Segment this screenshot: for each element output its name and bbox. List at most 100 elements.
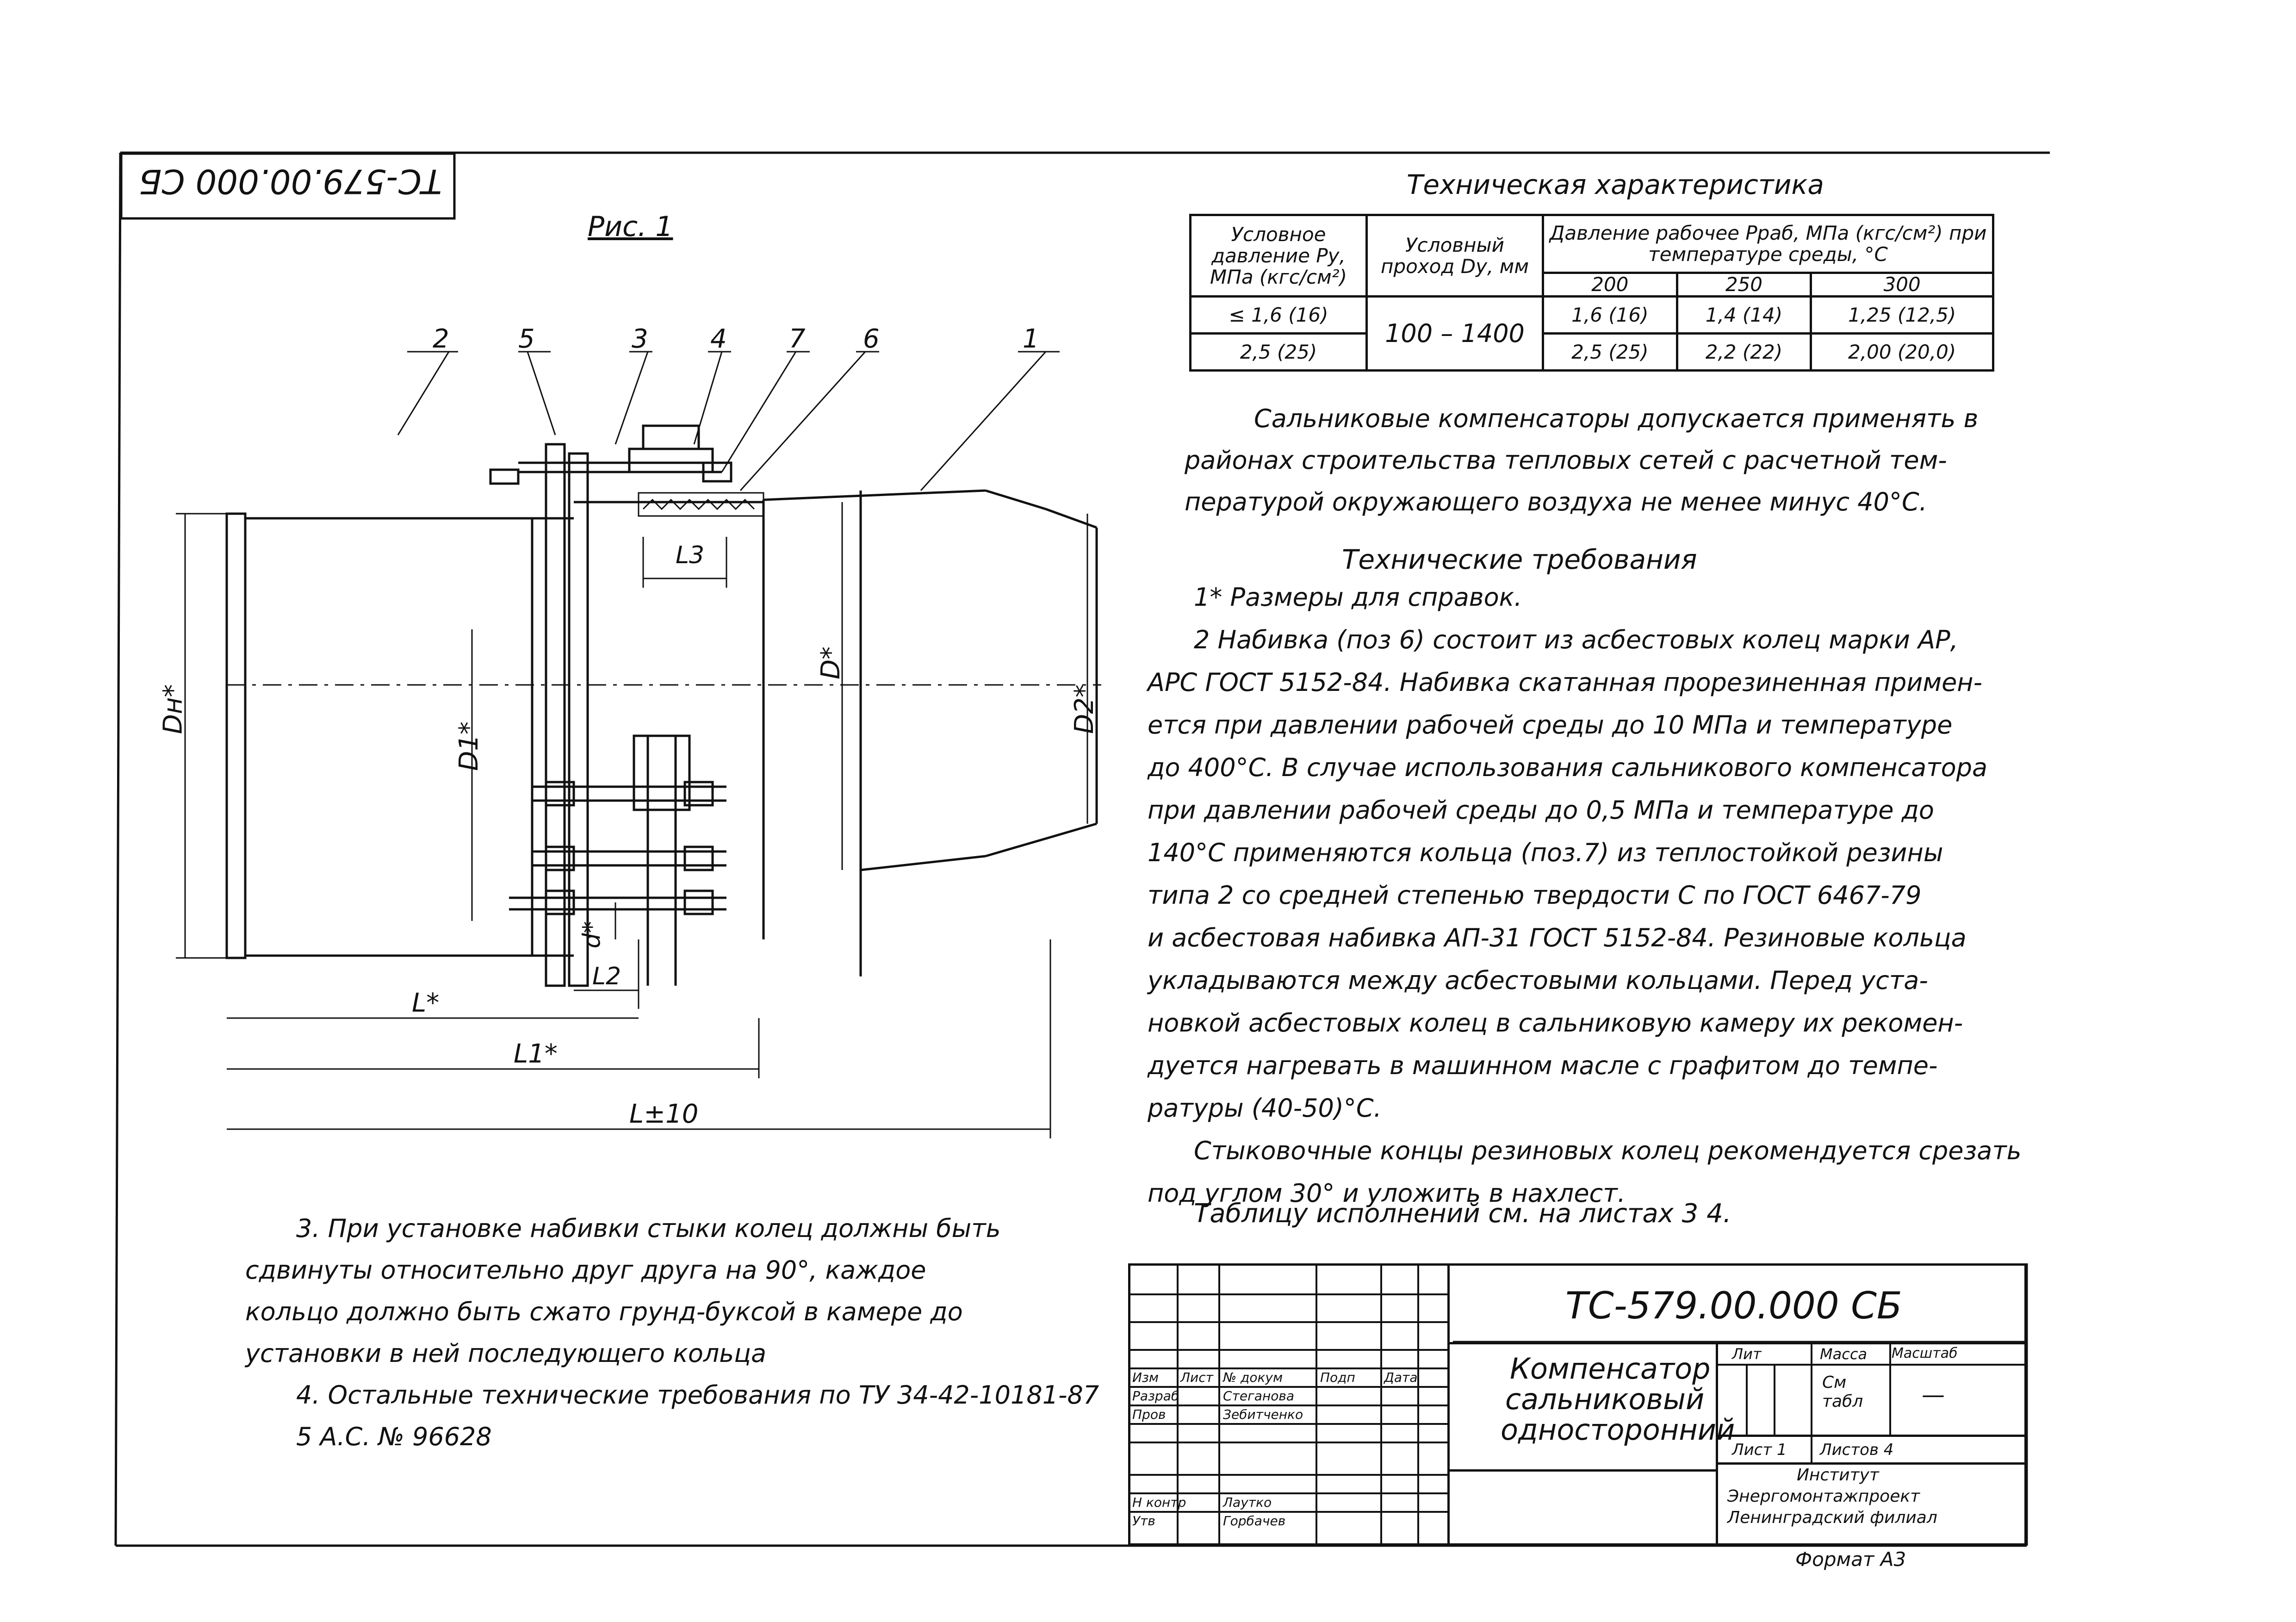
callout-5: 5 — [518, 324, 535, 354]
org-line-3: Ленинградский филиал — [1727, 1508, 1937, 1527]
stamp-code-rotated: ТС-579.00.000 СБ — [139, 162, 442, 201]
req-line: дуется нагревать в машинном масле с граф… — [1148, 1051, 1938, 1080]
name-utv: Горбачев — [1223, 1513, 1286, 1529]
tables-note: Таблицу исполнений см. на листах 3 4. — [1194, 1199, 1731, 1229]
dim-l3: L3 — [676, 541, 705, 569]
titleblock-sheet-cell: Лист 1 Листов 4 — [1718, 1437, 2024, 1465]
th-temp-300: 300 — [1810, 272, 1994, 298]
req-line: АРС ГОСТ 5152-84. Набивка скатанная прор… — [1148, 668, 1983, 697]
callout-2: 2 — [433, 324, 449, 354]
req-line: до 400°С. В случае использования сальник… — [1148, 753, 1988, 782]
titleblock-name-1: Компенсатор — [1510, 1352, 1711, 1386]
req-line: ется при давлении рабочей среды до 10 МП… — [1148, 710, 1953, 740]
hdr-izm: Изм — [1132, 1370, 1159, 1385]
hdr-scale: Масштаб — [1892, 1345, 1958, 1361]
role-nkontr: Н контр — [1132, 1495, 1186, 1510]
sheet-number: Лист 1 — [1732, 1441, 1787, 1459]
cell-r1-250: 1,4 (14) — [1675, 295, 1812, 335]
th-pressure: Условное давление Ру, МПа (кгс/см²) — [1189, 214, 1368, 298]
req-line: типа 2 со средней степенью твердости С п… — [1148, 881, 1922, 910]
callout-3: 3 — [632, 324, 648, 354]
hdr-lit: Лит — [1732, 1345, 1762, 1363]
th-pass: Условный проход Dу, мм — [1365, 214, 1544, 298]
req-line: 140°С применяются кольца (поз.7) из тепл… — [1148, 838, 1943, 867]
titleblock-code: ТС-579.00.000 СБ — [1565, 1284, 1902, 1327]
titleblock-blank-cell — [1450, 1469, 1718, 1543]
dim-d1: D1* — [453, 721, 484, 771]
req-line: новкой асбестовых колец в сальниковую ка… — [1148, 1008, 1963, 1038]
tech-char-title: Техническая характеристика — [1407, 169, 1824, 200]
compensator-drawing — [225, 424, 1101, 987]
role-utv: Утв — [1132, 1513, 1155, 1529]
th-temp-200: 200 — [1542, 272, 1678, 298]
callout-7: 7 — [789, 324, 806, 354]
hdr-date: Дата — [1384, 1370, 1418, 1385]
note-line: районах строительства тепловых сетей с р… — [1185, 446, 1947, 475]
dim-d: D* — [816, 646, 846, 680]
sheets-total: Листов 4 — [1820, 1441, 1894, 1459]
name-prov: Зебитченко — [1223, 1407, 1303, 1422]
req-bottom-line: 3. При установке набивки стыки колец дол… — [296, 1214, 1001, 1243]
req-line: укладываются между асбестовыми кольцами.… — [1148, 966, 1928, 995]
req-bottom-line: 5 А.С. № 96628 — [296, 1422, 492, 1451]
cell-r1-200: 1,6 (16) — [1542, 295, 1678, 335]
th-temp-250: 250 — [1675, 272, 1812, 298]
req-line: Стыковочные концы резиновых колец рекоме… — [1194, 1136, 2022, 1165]
dim-l-tol: L±10 — [629, 1099, 699, 1129]
dim-l: L* — [412, 988, 440, 1018]
th-work-pressure: Давление рабочее Рраб, МПа (кгс/см²) при… — [1542, 214, 1994, 274]
cell-dy: 100 – 1400 — [1365, 295, 1544, 372]
scale-value: — — [1922, 1381, 1945, 1408]
name-razrab: Стеганова — [1223, 1388, 1295, 1404]
cell-r1-300: 1,25 (12,5) — [1810, 295, 1994, 335]
dim-d2: D2* — [1069, 684, 1099, 734]
titleblock-lit-cell: Лит Масса Масштаб См табл — — [1718, 1344, 2024, 1437]
cell-r2-250: 2,2 (22) — [1675, 332, 1812, 372]
name-nkontr: Лаутко — [1223, 1495, 1272, 1510]
mass-value: См табл — [1822, 1373, 1863, 1411]
req-line: 1* Размеры для справок. — [1194, 583, 1522, 612]
requirements-bottom: 3. При установке набивки стыки колец дол… — [245, 1208, 1099, 1458]
callout-1: 1 — [1023, 324, 1039, 354]
hdr-doc: № докум — [1223, 1370, 1283, 1385]
dimension-lines — [176, 351, 1088, 1138]
titleblock-name-3: односторонний — [1501, 1413, 1735, 1447]
note-line: Сальниковые компенсаторы допускается при… — [1254, 404, 1979, 433]
hdr-sign: Подп — [1320, 1370, 1355, 1385]
figure-label: Рис. 1 — [588, 211, 673, 243]
org-line-1: Институт — [1797, 1466, 1879, 1485]
tech-char-table: Условное давление Ру, МПа (кгс/см²) Усло… — [1189, 214, 1994, 372]
title-block: Изм Лист № докум Подп Дата Разраб Стеган… — [1128, 1263, 2027, 1546]
requirements-list: 1* Размеры для справок. 2 Набивка (поз 6… — [1148, 576, 2022, 1215]
req-line: при давлении рабочей среды до 0,5 МПа и … — [1148, 795, 1934, 825]
titleblock-org-cell: Институт Энергомонтажпроект Ленинградски… — [1718, 1465, 2024, 1543]
stamp-box — [120, 152, 456, 220]
role-razrab: Разраб — [1132, 1388, 1179, 1404]
req-bottom-line: кольцо должно быть сжато грунд-буксой в … — [245, 1297, 963, 1326]
req-bottom-line: 4. Остальные технические требования по Т… — [296, 1380, 1099, 1410]
dim-dn: Dн* — [158, 684, 188, 734]
cell-r2-200: 2,5 (25) — [1542, 332, 1678, 372]
titleblock-name-2: сальниковый — [1505, 1382, 1705, 1416]
requirements-title: Технические требования — [1342, 544, 1697, 575]
callout-6: 6 — [863, 324, 880, 354]
req-line: ратуры (40-50)°С. — [1148, 1094, 1382, 1123]
frame-left-line — [114, 152, 122, 1546]
titleblock-left-grid: Изм Лист № докум Подп Дата Разраб Стеган… — [1130, 1266, 1450, 1543]
dim-small-d: d* — [578, 921, 606, 949]
hdr-list: Лист — [1180, 1370, 1213, 1385]
format-label: Формат А3 — [1795, 1548, 1906, 1571]
hdr-mass: Масса — [1820, 1345, 1868, 1363]
req-line: 2 Набивка (поз 6) состоит из асбестовых … — [1194, 625, 1958, 654]
role-prov: Пров — [1132, 1407, 1166, 1422]
req-line: под углом 30° и уложить в нахлест. — [1148, 1179, 1626, 1208]
dim-l2: L2 — [592, 963, 621, 990]
cell-py-1: ≤ 1,6 (16) — [1189, 295, 1368, 335]
req-line: и асбестовая набивка АП-31 ГОСТ 5152-84.… — [1148, 923, 1967, 952]
note-line: пературой окружающего воздуха не менее м… — [1185, 487, 1927, 516]
note-climate: Сальниковые компенсаторы допускается при… — [1185, 398, 1978, 523]
req-bottom-line: установки в ней последующего кольца — [245, 1339, 767, 1368]
org-line-2: Энергомонтажпроект — [1727, 1487, 1920, 1506]
titleblock-name-cell: Компенсатор сальниковый односторонний — [1450, 1344, 1735, 1469]
